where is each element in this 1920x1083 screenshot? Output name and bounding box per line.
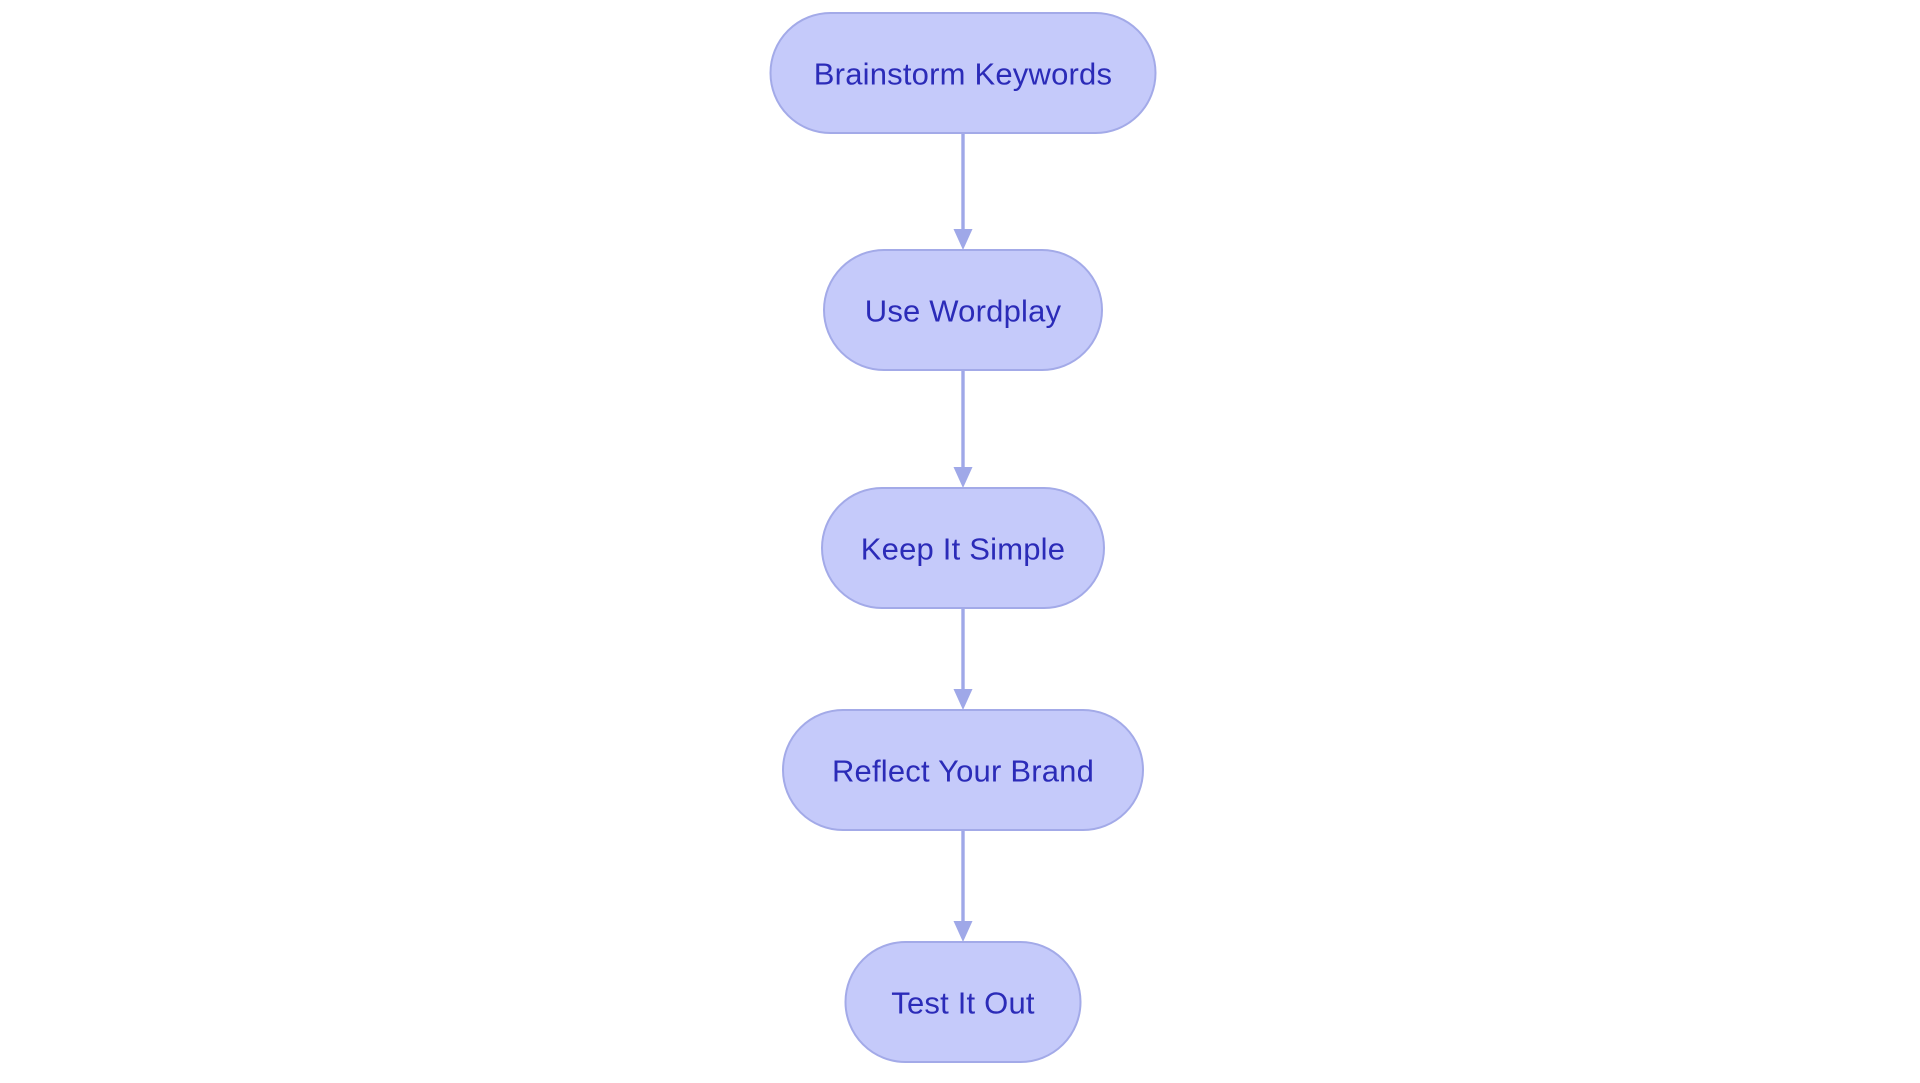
node-shape-stadium[interactable] (782, 709, 1144, 831)
flow-node[interactable]: Keep It Simple (821, 487, 1105, 609)
flow-edge (953, 608, 973, 710)
node-label: Reflect Your Brand (832, 754, 1094, 789)
flow-edge (953, 370, 973, 488)
flow-node[interactable]: Brainstorm Keywords (769, 12, 1157, 134)
arrowhead-icon (953, 467, 973, 488)
node-label: Keep It Simple (861, 532, 1065, 567)
edges-layer (953, 133, 973, 942)
arrowhead-icon (953, 229, 973, 250)
node-label: Use Wordplay (865, 294, 1062, 329)
arrowhead-icon (953, 921, 973, 942)
node-shape-stadium[interactable] (844, 941, 1082, 1063)
flow-node[interactable]: Use Wordplay (823, 249, 1103, 371)
arrowhead-icon (953, 689, 973, 710)
node-label: Test It Out (891, 986, 1035, 1021)
node-shape-stadium[interactable] (769, 12, 1157, 134)
flow-edge (953, 133, 973, 250)
flow-node[interactable]: Test It Out (844, 941, 1082, 1063)
node-shape-stadium[interactable] (821, 487, 1105, 609)
flow-edge (953, 830, 973, 942)
flow-node[interactable]: Reflect Your Brand (782, 709, 1144, 831)
node-label: Brainstorm Keywords (814, 57, 1112, 92)
node-shape-stadium[interactable] (823, 249, 1103, 371)
